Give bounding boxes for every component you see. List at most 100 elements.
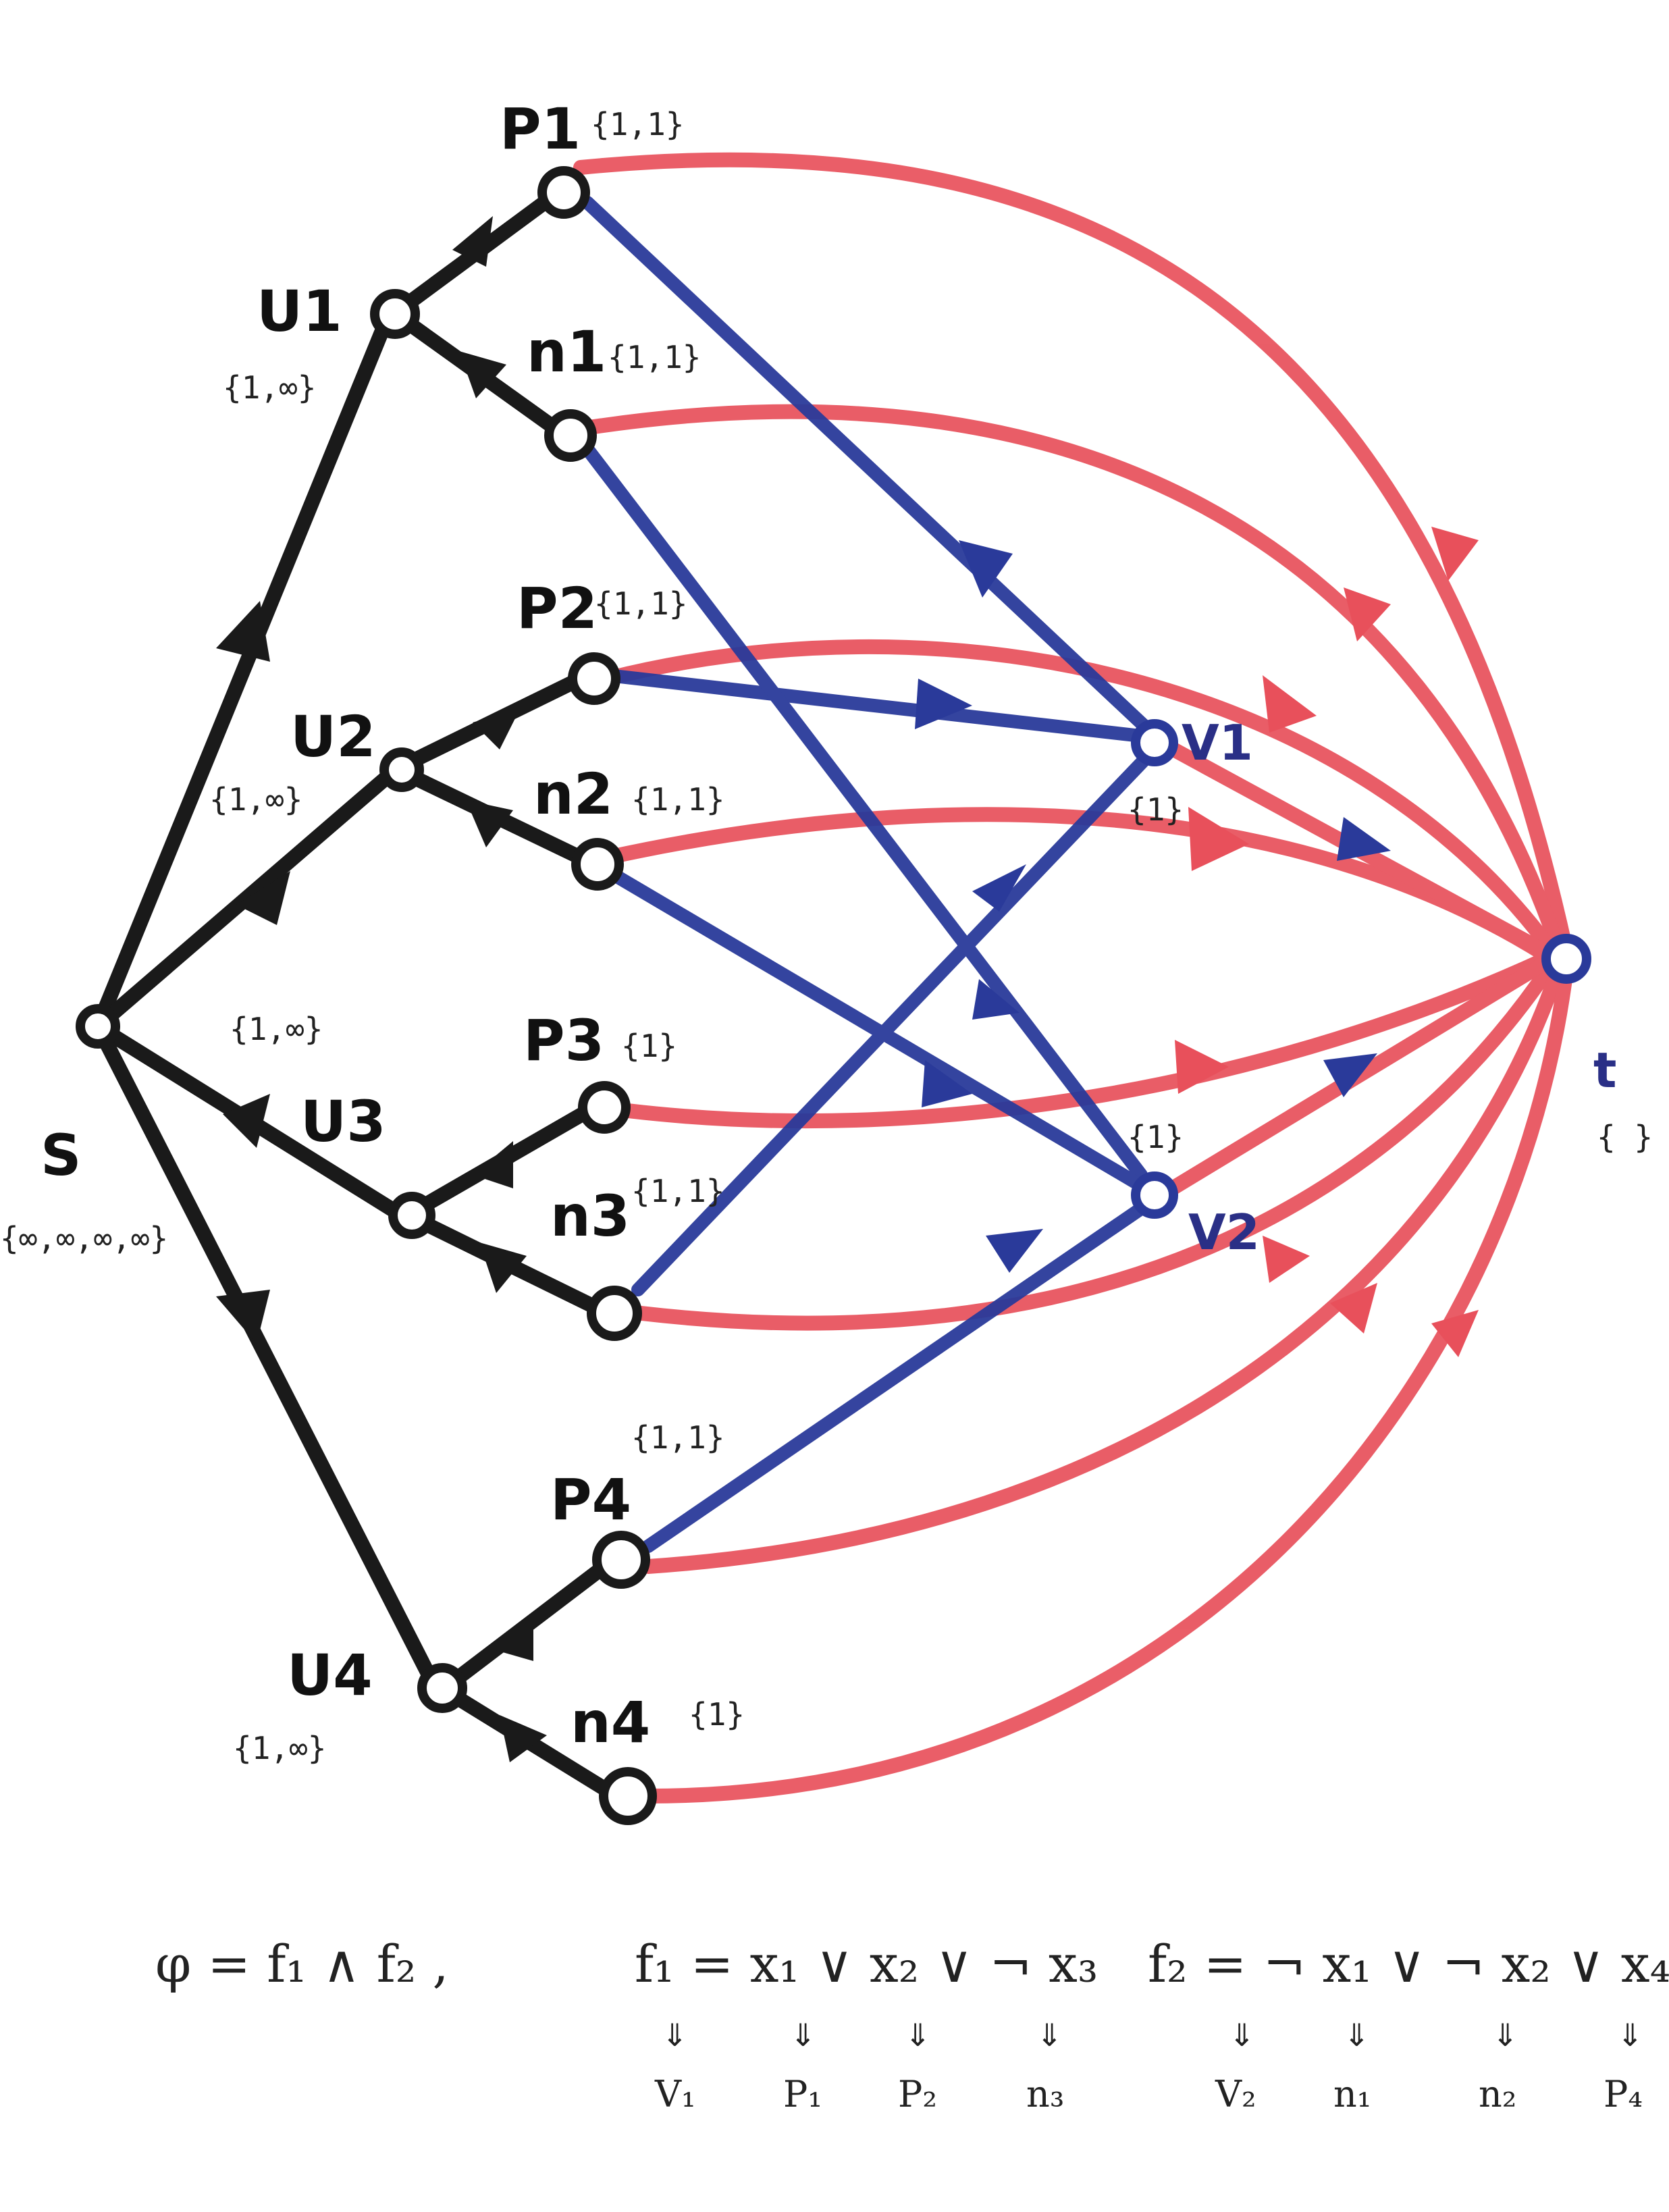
clause-arrowheads [915,540,1391,1273]
arrowhead-u3-p3 [473,1141,513,1188]
label-p3: P3 [523,1007,604,1074]
capacity-u2: {1,∞} [209,781,302,818]
sink-arrowheads [1175,527,1479,1357]
arrowhead-s-u3 [223,1094,270,1148]
arrowhead-n1-v2 [972,979,1019,1020]
label-u3: U3 [300,1088,386,1155]
edge-p4-t [641,958,1567,1574]
formula-phi: φ = f₁ ∧ f₂ , [155,1934,449,1994]
capacity-p3: {1} [621,1028,677,1064]
arrowhead-u4-n4 [500,1715,547,1762]
label-n4: n4 [571,1689,650,1756]
formula-f2: f₂ = ¬ x₁ ∨ ¬ x₂ ∨ x₄ [1148,1934,1669,1994]
f1-map-1: V₁ [654,2073,696,2115]
edge-p1-v1 [581,196,1155,736]
capacity-n2: {1,1} [631,781,724,818]
capacity-s: {∞,∞,∞,∞} [0,1220,168,1257]
node-n2 [571,838,624,891]
capacity-p1: {1,1} [591,106,684,142]
node-u4 [417,1663,467,1713]
arrowhead-n2-v2 [922,1060,972,1107]
node-n3 [587,1286,642,1341]
arrowhead-v1-t [1337,817,1391,861]
arrowhead-u2-p2 [473,709,520,749]
capacity-n1: {1,1} [608,339,701,375]
node-labels: S U1 U2 U3 U4 P1 n1 P2 n2 P3 n3 P4 n4 V1… [41,96,1616,1756]
arrowhead-s-u4 [216,1290,270,1344]
formula-f1: f₁ = x₁ ∨ x₂ ∨ ¬ x₃ [635,1934,1098,1994]
arrowhead-u3-n3 [479,1242,527,1293]
capacity-p4: {1,1} [631,1419,724,1456]
label-n1: n1 [527,319,606,385]
sink-edges [573,152,1574,1803]
f2-map-4: P₄ [1604,2073,1643,2115]
arrowhead-p3-t [1175,1040,1229,1094]
node-v1 [1131,719,1178,766]
f1-arrow-1: ⇓ [662,2017,688,2053]
f2-arrow-4: ⇓ [1617,2017,1643,2053]
edge-n1-v2 [581,442,1148,1182]
f2-map-1: V₂ [1215,2073,1256,2115]
arrowhead-p2-t [1263,675,1317,733]
label-u4: U4 [287,1642,373,1708]
node-n4 [599,1767,657,1825]
edge-p2-v1 [601,668,1148,743]
label-p4: P4 [550,1467,631,1533]
arrowhead-n4-t [1431,1310,1479,1357]
capacity-u4: {1,∞} [233,1730,326,1766]
arrowhead-n2-t [1188,807,1249,871]
f1-arrow-2: ⇓ [790,2017,816,2053]
edge-p3-t [620,951,1554,1129]
capacity-n4: {1} [689,1696,745,1733]
label-t: t [1593,1042,1616,1099]
node-p1 [537,166,590,219]
arrowhead-p4-v2 [986,1229,1043,1273]
nodes [76,166,1591,1825]
edge-s-u4 [90,1019,443,1695]
f1-map-2: P₁ [783,2073,822,2115]
arrowhead-u1-n1 [459,351,506,398]
edge-n4-t [641,962,1574,1803]
node-u1 [370,289,420,339]
capacity-u3: {1,∞} [230,1011,323,1047]
label-s: S [41,1122,82,1188]
f1-map-3: P₂ [898,2073,937,2115]
edge-n3-v1 [631,749,1155,1296]
edge-n1-t [573,404,1567,959]
arrowhead-p4-t [1330,1283,1377,1334]
arrowhead-v2-t [1323,1053,1377,1097]
capacity-p2: {1,1} [594,585,687,622]
arrowhead-p1-t [1431,527,1479,581]
label-v1: V1 [1182,714,1253,771]
capacity-u1: {1,∞} [223,369,316,406]
f1-arrow-3: ⇓ [905,2017,931,2053]
node-n1 [544,409,597,462]
label-n2: n2 [533,761,613,827]
arrowhead-n3-t [1263,1236,1310,1283]
f2-arrow-2: ⇓ [1344,2017,1370,2053]
label-u1: U1 [257,278,342,344]
edge-n3-t [634,955,1560,1331]
node-v2 [1131,1171,1178,1219]
f1-map-4: n₃ [1026,2073,1064,2115]
node-t [1541,934,1591,984]
arrowhead-p2-v1 [915,679,972,729]
arrowhead-u2-n2 [466,800,513,847]
edge-p1-t [573,152,1574,959]
capacity-v2: {1} [1128,1119,1184,1155]
node-u2 [379,747,424,792]
node-u3 [388,1192,435,1239]
arrowhead-s-u1 [216,601,270,662]
arrowhead-n1-t [1344,587,1391,641]
label-v2: V2 [1188,1204,1260,1261]
label-n3: n3 [550,1183,630,1249]
node-p3 [578,1081,631,1134]
f2-map-2: n₁ [1333,2073,1371,2115]
capacity-t: { } [1597,1119,1653,1155]
label-p1: P1 [500,96,581,162]
arrowhead-u1-p1 [452,216,493,267]
capacity-v1: {1} [1128,791,1184,828]
capacity-labels: {∞,∞,∞,∞} {1,∞} {1,∞} {1,∞} {1,∞} {1,1} … [0,106,1653,1766]
formula: φ = f₁ ∧ f₂ , f₁ = x₁ ∨ x₂ ∨ ¬ x₃ f₂ = ¬… [155,1934,1669,2115]
